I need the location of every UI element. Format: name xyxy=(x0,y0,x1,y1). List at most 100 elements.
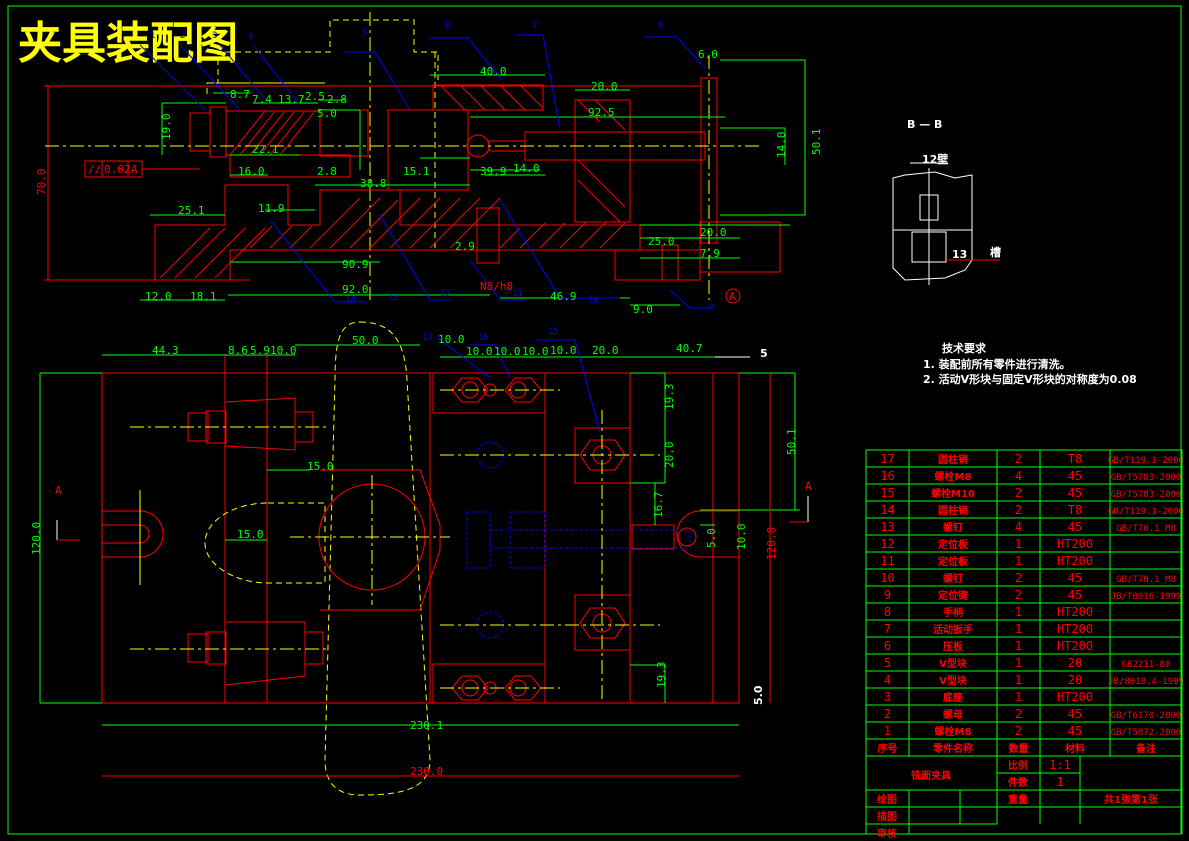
svg-text:A: A xyxy=(729,290,736,303)
svg-text:技术要求: 技术要求 xyxy=(942,341,987,355)
svg-text:92.0: 92.0 xyxy=(342,283,369,296)
leader-lines xyxy=(139,34,710,309)
bom-cell-no: 9 xyxy=(884,588,891,602)
bom-cell-material: 45 xyxy=(1068,520,1082,534)
bom-cell-no: 2 xyxy=(884,707,891,721)
svg-text:10.0: 10.0 xyxy=(438,333,465,346)
bom-cell-no: 4 xyxy=(884,673,891,687)
svg-text:0.02: 0.02 xyxy=(104,163,131,176)
bom-cell-note: GB/T6170-2000 xyxy=(1111,711,1181,721)
svg-text:120.0: 120.0 xyxy=(30,522,43,555)
bom-cell-note: GB2211-80 xyxy=(1122,660,1171,670)
count-value: 1 xyxy=(1056,775,1063,789)
svg-text:1. 装配前所有零件进行清洗。: 1. 装配前所有零件进行清洗。 xyxy=(923,357,1071,371)
svg-text:A: A xyxy=(131,163,138,176)
bom-cell-qty: 1 xyxy=(1015,673,1022,687)
svg-text:12: 12 xyxy=(440,289,451,299)
bom-cell-name: 定位板 xyxy=(938,538,969,551)
svg-text:11.9: 11.9 xyxy=(258,202,285,215)
bom-cell-no: 14 xyxy=(880,503,894,517)
svg-text:10.0: 10.0 xyxy=(466,345,493,358)
svg-text:2.5: 2.5 xyxy=(305,90,325,103)
svg-text:9.0: 9.0 xyxy=(633,303,653,316)
svg-text:10.0: 10.0 xyxy=(735,524,748,551)
bom-cell-note: JB/T8016-1999 xyxy=(1111,592,1181,602)
bom-cell-name: 手柄 xyxy=(943,606,963,619)
bom-cell-name: 活动扳手 xyxy=(933,623,973,636)
bom-cell-name: 螺栓M8 xyxy=(935,725,972,738)
bom-cell-material: 45 xyxy=(1068,707,1082,721)
bom-cell-note: GB/T119.1-2000 xyxy=(1108,456,1184,466)
clamp-plate-6 xyxy=(432,84,544,111)
bom-cell-material: HT200 xyxy=(1057,622,1093,636)
svg-text:25.1: 25.1 xyxy=(178,204,205,217)
bom-cell-qty: 1 xyxy=(1015,605,1022,619)
bom-cell-note: GB/T70.1 M8 xyxy=(1116,524,1176,534)
bom-cell-material: HT200 xyxy=(1057,690,1093,704)
svg-text:12.0: 12.0 xyxy=(145,290,172,303)
svg-text:5: 5 xyxy=(760,347,768,360)
bom-header-cell: 序号 xyxy=(878,742,898,755)
svg-text:9: 9 xyxy=(708,303,713,313)
drawing-title: 夹具装配图 xyxy=(18,18,238,69)
svg-text:16.7: 16.7 xyxy=(652,492,665,519)
bom-cell-no: 7 xyxy=(884,622,891,636)
svg-text:5.9: 5.9 xyxy=(250,344,270,357)
bom-cell-note: JB/8018.4-1999 xyxy=(1108,677,1184,687)
svg-text:11: 11 xyxy=(512,289,523,299)
bom-cell-qty: 2 xyxy=(1015,724,1022,738)
svg-text:25.0: 25.0 xyxy=(648,235,675,248)
bom-cell-qty: 1 xyxy=(1015,639,1022,653)
bom-cell-no: 16 xyxy=(880,469,894,483)
svg-text:6.0: 6.0 xyxy=(698,48,718,61)
bom-cell-material: HT200 xyxy=(1057,605,1093,619)
bom-cell-material: 20 xyxy=(1068,673,1082,687)
top-view-dimension-lines xyxy=(39,344,800,726)
datum-circle xyxy=(725,288,741,304)
svg-text:10.0: 10.0 xyxy=(550,344,577,357)
svg-text:13.7: 13.7 xyxy=(278,93,305,106)
svg-text:39.9: 39.9 xyxy=(480,165,507,178)
bom-cell-no: 17 xyxy=(880,452,894,466)
svg-text:10: 10 xyxy=(588,296,599,306)
bom-cell-qty: 2 xyxy=(1015,707,1022,721)
svg-text:10.0: 10.0 xyxy=(270,344,297,357)
bom-header-cell: 材料 xyxy=(1065,742,1085,755)
front-section-view: // 0.02 A 70.0 A xyxy=(35,12,806,309)
svg-text:230.0: 230.0 xyxy=(410,765,443,778)
count-label: 件数 xyxy=(1008,776,1029,789)
svg-text:50.0: 50.0 xyxy=(352,334,379,347)
scale-value: 1:1 xyxy=(1049,758,1071,772)
svg-text:19.0: 19.0 xyxy=(160,114,173,141)
bom-cell-material: HT200 xyxy=(1057,537,1093,551)
svg-text:19.3: 19.3 xyxy=(663,384,676,411)
bom-cell-material: 45 xyxy=(1068,486,1082,500)
bom-cell-material: 45 xyxy=(1068,588,1082,602)
bom-cell-qty: 1 xyxy=(1015,622,1022,636)
bom-cell-qty: 4 xyxy=(1015,520,1022,534)
bom-cell-name: 圆柱销 xyxy=(938,504,968,517)
svg-text:46.9: 46.9 xyxy=(550,290,577,303)
bom-cell-no: 10 xyxy=(880,571,894,585)
svg-text:A: A xyxy=(805,480,812,493)
svg-text:120.0: 120.0 xyxy=(765,527,778,560)
bom-cell-name: 螺母 xyxy=(943,708,963,721)
svg-text:7.9: 7.9 xyxy=(700,247,720,260)
svg-text:40.0: 40.0 xyxy=(480,65,507,78)
bom-cell-qty: 1 xyxy=(1015,554,1022,568)
svg-text:5: 5 xyxy=(362,28,367,38)
svg-text:8.7: 8.7 xyxy=(230,88,250,101)
bom-cell-qty: 2 xyxy=(1015,571,1022,585)
svg-text:8: 8 xyxy=(658,21,663,31)
u-slot-right xyxy=(676,510,739,558)
bom-cell-qty: 1 xyxy=(1015,656,1022,670)
svg-text:16.0: 16.0 xyxy=(238,165,265,178)
svg-text:7: 7 xyxy=(532,21,537,31)
bom-cell-qty: 4 xyxy=(1015,469,1022,483)
svg-text:50.1: 50.1 xyxy=(810,129,823,156)
bom-cell-name: 压板 xyxy=(943,640,964,653)
bom-cell-material: HT200 xyxy=(1057,639,1093,653)
bom-cell-qty: 2 xyxy=(1015,503,1022,517)
hex-bolts xyxy=(451,377,626,701)
